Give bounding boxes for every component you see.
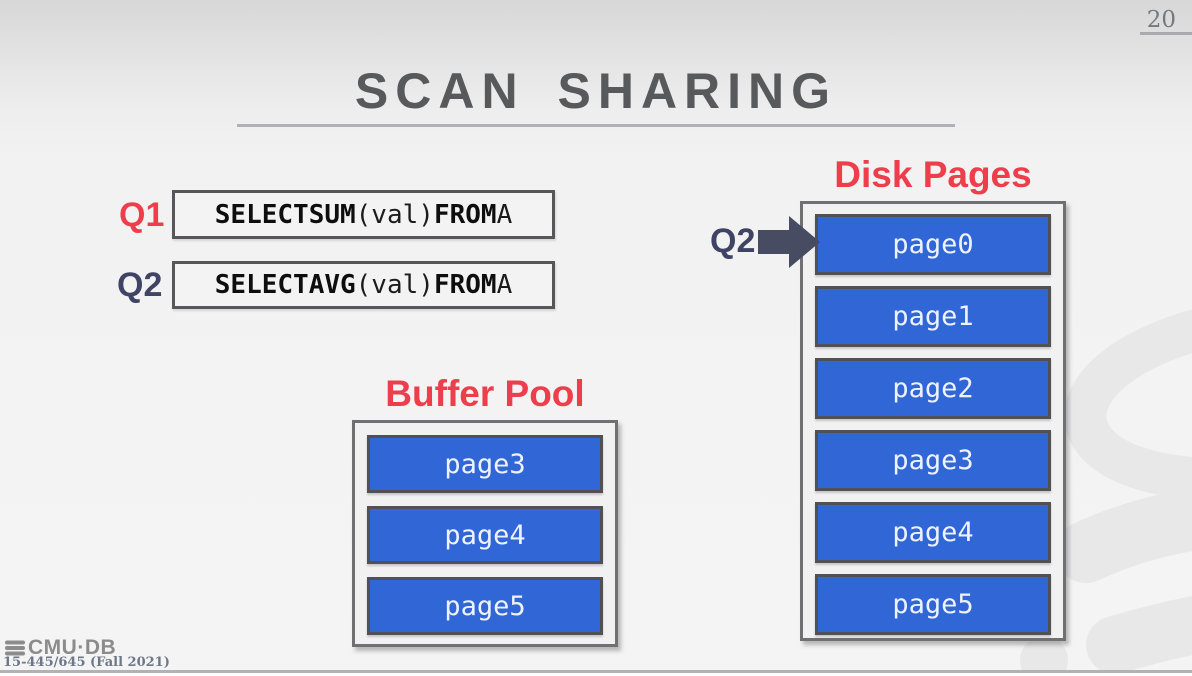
sql-args: (val) (355, 199, 434, 230)
sql-function: AVG (308, 270, 356, 300)
buffer-page-box: page5 (367, 577, 603, 635)
sql-table: A (496, 199, 513, 230)
disk-page-box: page3 (815, 430, 1051, 491)
disk-page-box: page1 (815, 286, 1051, 347)
sql-query-box-q2: SELECT AVG(val) FROM A (172, 261, 555, 309)
disk-pages-title: Disk Pages (834, 154, 1032, 195)
slide-title: SCAN SHARING (354, 63, 838, 119)
buffer-page-box: page4 (367, 506, 603, 564)
sql-keyword-from: FROM (433, 270, 497, 300)
block-arrow-right-icon (758, 216, 820, 273)
disk-page-box: page2 (815, 358, 1051, 419)
page-number: 20 (1146, 7, 1176, 33)
bottom-divider (0, 670, 1192, 673)
sql-keyword-select: SELECT (214, 270, 309, 300)
sql-keyword-select: SELECT (214, 199, 309, 230)
database-stack-icon (4, 640, 26, 662)
buffer-pool-panel: page3 page4 page5 (352, 420, 618, 647)
page-number-underline (1140, 32, 1192, 35)
sql-table: A (496, 270, 513, 300)
cmu-db-spiral-watermark-icon (1000, 296, 1192, 676)
sql-query-box-q1: SELECT SUM(val) FROM A (172, 190, 555, 239)
buffer-page-box: page3 (367, 435, 603, 493)
disk-page-box: page5 (815, 574, 1051, 635)
bottom-white-strip (0, 673, 1192, 676)
disk-page-box: page4 (815, 502, 1051, 563)
cmu-db-logo-text: CMU·DB (28, 636, 117, 659)
disk-page-box: page0 (815, 214, 1051, 275)
sql-keyword-from: FROM (433, 199, 497, 230)
disk-pages-panel: page0 page1 page2 page3 page4 page5 (800, 201, 1066, 641)
query-label-q1: Q1 (119, 196, 165, 234)
title-underline (237, 124, 955, 127)
buffer-pool-title: Buffer Pool (385, 373, 585, 414)
query-label-q2: Q2 (117, 266, 163, 304)
course-label: 15-445/645 (Fall 2021) (3, 655, 170, 670)
sql-args: (val) (355, 270, 434, 300)
pointer-label-q2: Q2 (710, 222, 756, 260)
sql-function: SUM (308, 199, 356, 230)
